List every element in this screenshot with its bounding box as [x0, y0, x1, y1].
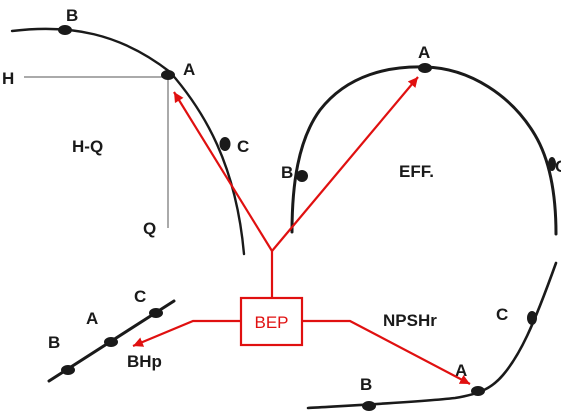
bhp-label-c: C: [134, 287, 146, 306]
hq-label-a: A: [183, 60, 195, 79]
eff-point-c: [548, 157, 556, 171]
npshr-point-a: [471, 386, 485, 396]
npshr-curve: [306, 261, 558, 410]
npshr-point-b: [362, 401, 376, 411]
hq-panel: B A C H Q H-Q: [2, 6, 249, 256]
arrow-to-bhp-a: [132, 319, 241, 348]
eff-label-a: A: [418, 43, 430, 62]
npshr-point-c: [527, 311, 537, 325]
arrow-to-npshr-a: [302, 319, 471, 385]
bhp-label-b: B: [48, 333, 60, 352]
eff-label-c: C: [555, 157, 561, 176]
arrow-to-eff-a: [271, 76, 419, 252]
hq-axis-label-h: H: [2, 69, 14, 88]
hq-label-c: C: [237, 137, 249, 156]
hq-curve: [10, 27, 246, 256]
hq-point-b: [58, 25, 72, 35]
hq-point-c: [219, 137, 231, 151]
eff-panel: B A C EFF.: [281, 43, 561, 236]
bep-label: BEP: [254, 313, 288, 332]
arrow-to-hq-a: [173, 91, 273, 252]
hq-label-b: B: [66, 6, 78, 25]
bhp-point-c: [149, 308, 163, 318]
npshr-title: NPSHr: [383, 311, 437, 330]
eff-point-a: [418, 63, 432, 73]
bhp-label-a: A: [86, 309, 98, 328]
hq-point-a: [161, 70, 175, 80]
bep-box: BEP: [239, 296, 304, 347]
bhp-panel: B A C BHp: [47, 287, 176, 383]
npshr-label-c: C: [496, 305, 508, 324]
npshr-panel: B A C NPSHr: [306, 261, 558, 411]
eff-curve: [290, 65, 558, 236]
bhp-point-b: [61, 365, 75, 375]
npshr-label-b: B: [360, 375, 372, 394]
eff-title: EFF.: [399, 162, 434, 181]
bhp-title: BHp: [127, 352, 162, 371]
bep-box-frame: [239, 296, 304, 347]
eff-label-b: B: [281, 163, 293, 182]
hq-axis-label-q: Q: [143, 219, 156, 238]
eff-point-b: [296, 170, 308, 182]
hq-title: H-Q: [72, 137, 103, 156]
bhp-point-a: [104, 337, 118, 347]
bep-connectors: [132, 76, 471, 385]
